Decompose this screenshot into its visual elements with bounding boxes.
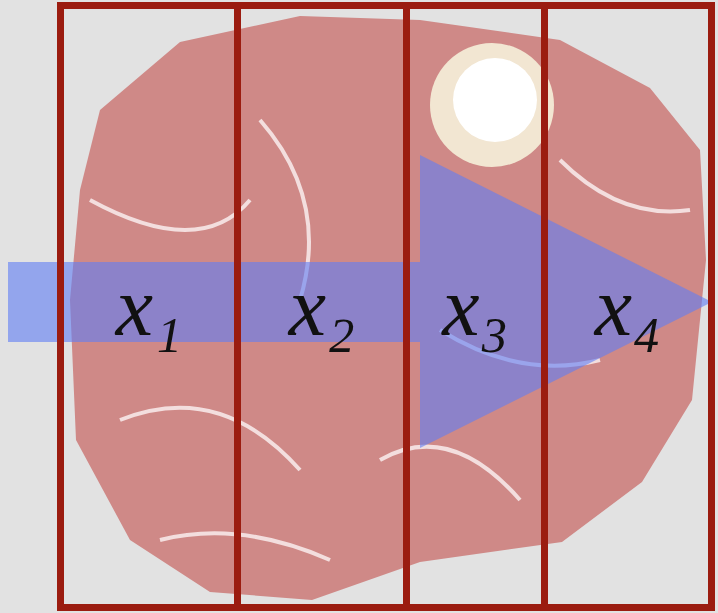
slice-box: x₁ xyxy=(57,2,241,611)
slice-variable: x₃ xyxy=(442,265,509,349)
bone-marrow xyxy=(453,58,537,142)
arrow-shaft xyxy=(8,262,420,342)
bone-ring xyxy=(430,43,554,167)
slice-variable: x₂ xyxy=(289,265,356,349)
slice-box: x₃ xyxy=(403,2,548,611)
slice-variable: x₄ xyxy=(595,265,662,349)
slice-box: x₄ xyxy=(541,2,715,611)
slice-variable: x₁ xyxy=(116,265,183,349)
slice-box: x₂ xyxy=(234,2,410,611)
arrow-head xyxy=(420,155,712,448)
